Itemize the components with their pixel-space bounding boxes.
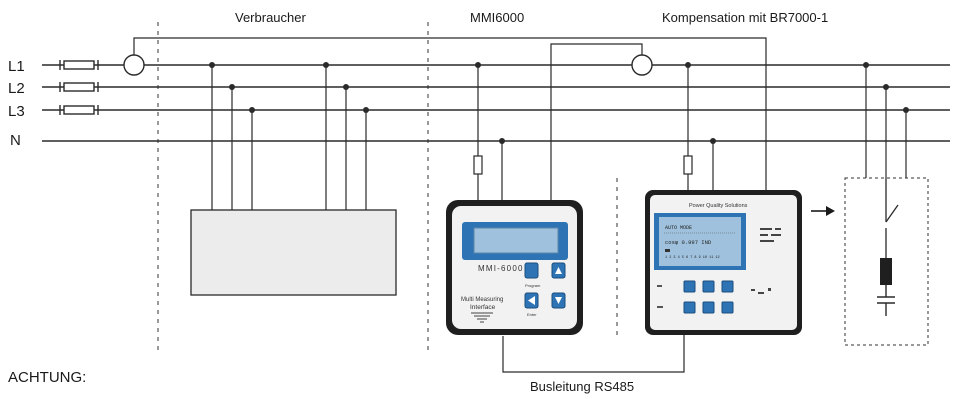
contactor-switch-icon [885, 178, 899, 258]
capacitor-icon [877, 285, 895, 316]
line-label-l3: L3 [8, 103, 25, 120]
reactor-inductor-icon [880, 258, 892, 285]
br-lcd-screen [659, 217, 741, 266]
down-arrow-icon [555, 297, 562, 304]
br-fuse [683, 155, 693, 175]
mmi-logo-icon [471, 312, 493, 323]
mmi-enter-label: Enter [527, 312, 537, 317]
br-lcd-value: cosφ 0.997 IND [665, 239, 712, 246]
arrow-right-icon [811, 206, 835, 216]
br-lcd-mode: AUTO MODE [665, 225, 692, 231]
br-key-2[interactable] [702, 280, 715, 293]
br-key-3[interactable] [721, 280, 734, 293]
line-label-l2: L2 [8, 80, 25, 97]
br-lcd-steps: 1 2 3 4 5 6 7 8 9 10 11 12 [665, 256, 720, 260]
fuse-l1 [59, 60, 99, 70]
br-key-5[interactable] [702, 301, 715, 314]
capacitor-stage-box [844, 177, 929, 346]
br-header-text: Power Quality Solutions [689, 203, 748, 209]
mmi-program-button[interactable] [524, 262, 539, 279]
br-lcd-step-marker [665, 249, 670, 252]
rs485-bus-label: Busleitung RS485 [530, 379, 634, 394]
consumer-junctions [209, 62, 369, 113]
section-label-compensation: Kompensation mit BR7000-1 [662, 10, 828, 25]
capacitor-stage-junctions [863, 62, 909, 113]
mmi-junction-l1 [475, 62, 481, 68]
line-label-l1: L1 [8, 58, 25, 75]
line-label-n: N [10, 132, 21, 149]
section-label-meter: MMI6000 [470, 10, 524, 25]
br-key-1[interactable] [683, 280, 696, 293]
mmi-fuse [473, 155, 483, 175]
current-transformer-1 [123, 54, 145, 76]
rs485-bus-line [502, 335, 685, 373]
br-key-4[interactable] [683, 301, 696, 314]
fuse-l2 [59, 82, 99, 92]
up-arrow-icon [555, 267, 562, 274]
mmi-brand-line2: Interface [470, 304, 496, 311]
ct2-measuring-loop [550, 43, 643, 200]
br-junction-l1 [685, 62, 691, 68]
current-transformer-2 [631, 54, 653, 76]
warning-label: ACHTUNG: [8, 369, 86, 386]
mmi-junction-n [499, 138, 505, 144]
mmi6000-device: MMI-6000 Multi Measuring Interface Progr… [446, 200, 583, 335]
consumer-load-box [190, 209, 397, 296]
section-label-consumers: Verbraucher [235, 10, 306, 25]
mmi-lcd-screen [473, 227, 559, 254]
capacitor-stage-taps [865, 65, 907, 178]
br-junction-n [710, 138, 716, 144]
br-key-6[interactable] [721, 301, 734, 314]
left-arrow-icon [528, 296, 535, 305]
mmi-program-label: Program [525, 283, 541, 288]
br7000-device: Power Quality Solutions AUTO MODE cosφ 0… [645, 190, 802, 335]
ct1-measuring-loop [133, 37, 767, 190]
fuse-l3 [59, 105, 99, 115]
br-indicator-marks [751, 228, 781, 294]
br-side-marks [657, 285, 663, 308]
consumer-taps [211, 65, 367, 210]
mmi-brand-line1: Multi Measuring [461, 297, 503, 303]
mmi-model-text: MMI-6000 [478, 264, 524, 273]
